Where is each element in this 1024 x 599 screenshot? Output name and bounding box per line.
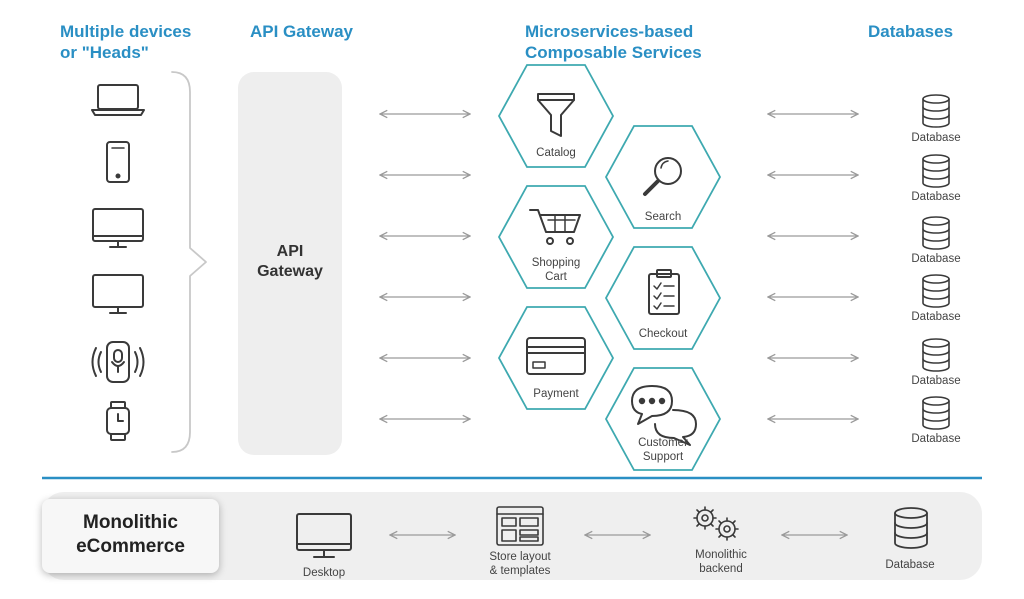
monolith-title-card: Monolithic eCommerce [42, 499, 219, 573]
credit-card-icon [526, 337, 586, 375]
gateway-column-title: API Gateway [250, 22, 353, 41]
monolith-database-icon [894, 507, 928, 549]
database-label: Database [911, 132, 961, 144]
clipboard-checklist-icon [648, 269, 680, 315]
shopping-cart-label: Shopping Cart [516, 256, 596, 284]
shopping-cart-hexagon [497, 185, 615, 289]
chat-bubbles-icon [631, 385, 697, 446]
shopping-cart-label-line2: Cart [545, 271, 567, 283]
services-title-line2: Composable Services [525, 43, 702, 62]
database-icon [922, 154, 950, 188]
smart-speaker-icon [91, 341, 145, 383]
services-column-title: Microservices-based Composable Services [525, 21, 702, 63]
funnel-icon [537, 93, 575, 137]
devices-title-line1: Multiple devices [60, 22, 192, 41]
database-icon [922, 396, 950, 430]
laptop-icon [91, 84, 145, 116]
catalog-hexagon [497, 64, 615, 168]
devices-column-title: Multiple devices or "Heads" [60, 21, 191, 63]
shopping-cart-icon [529, 209, 581, 245]
smartphone-icon [106, 141, 130, 183]
devices-brace [171, 71, 207, 453]
checkout-label-text: Checkout [638, 328, 688, 340]
desktop-label: Desktop [302, 567, 346, 579]
customer-support-label: Customer Support [623, 436, 703, 464]
database-label: Database [911, 311, 961, 323]
store-layout-label: Store layout & templates [470, 550, 570, 578]
database-label: Database [911, 253, 961, 265]
catalog-label: Catalog [516, 146, 596, 160]
monolith-database-label: Database [885, 559, 935, 571]
magnifier-icon [643, 157, 682, 196]
shopping-cart-label-line1: Shopping [531, 257, 581, 269]
databases-column-title: Databases [868, 22, 954, 41]
search-hexagon [604, 125, 722, 229]
store-layout-label-line2: & templates [489, 565, 551, 577]
store-layout-icon [496, 506, 544, 546]
payment-hexagon [497, 306, 615, 410]
desktop-monitor-icon [92, 208, 144, 248]
gears-icon [693, 506, 739, 541]
catalog-label-text: Catalog [536, 147, 576, 159]
api-gateway-label: API Gateway [238, 242, 342, 282]
api-gateway-label-line2: Gateway [257, 263, 323, 280]
database-label: Database [911, 433, 961, 445]
monolith-desktop-icon [296, 513, 352, 558]
store-layout-label-line1: Store layout [489, 551, 551, 563]
devices-title-line2: or "Heads" [60, 43, 149, 62]
checkout-hexagon [604, 246, 722, 350]
service-database-arrows [768, 114, 858, 419]
payment-label: Payment [516, 387, 596, 401]
search-label-text: Search [644, 211, 682, 223]
smartwatch-icon [106, 401, 130, 441]
database-icon [922, 216, 950, 250]
monolith-title-line2: eCommerce [76, 536, 185, 557]
api-gateway-box: API Gateway [238, 72, 342, 455]
customer-support-label-line2: Support [642, 451, 684, 463]
database-icon [922, 274, 950, 308]
database-label: Database [911, 375, 961, 387]
services-title-line1: Microservices-based [525, 22, 694, 41]
checkout-label: Checkout [623, 327, 703, 341]
tv-monitor-icon [92, 274, 144, 314]
monolith-title: Monolithic eCommerce [42, 511, 219, 559]
database-label: Database [911, 191, 961, 203]
database-icon [922, 94, 950, 128]
payment-label-text: Payment [533, 388, 579, 400]
backend-label-line1: Monolithic [695, 549, 747, 561]
backend-label-line2: backend [699, 563, 743, 575]
customer-support-label-line1: Customer [638, 437, 688, 449]
database-icon [922, 338, 950, 372]
search-label: Search [623, 210, 703, 224]
monolith-title-line1: Monolithic [83, 512, 178, 533]
gateway-service-arrows [380, 114, 470, 419]
api-gateway-label-line1: API [276, 243, 304, 260]
monolithic-backend-label: Monolithic backend [671, 548, 771, 576]
